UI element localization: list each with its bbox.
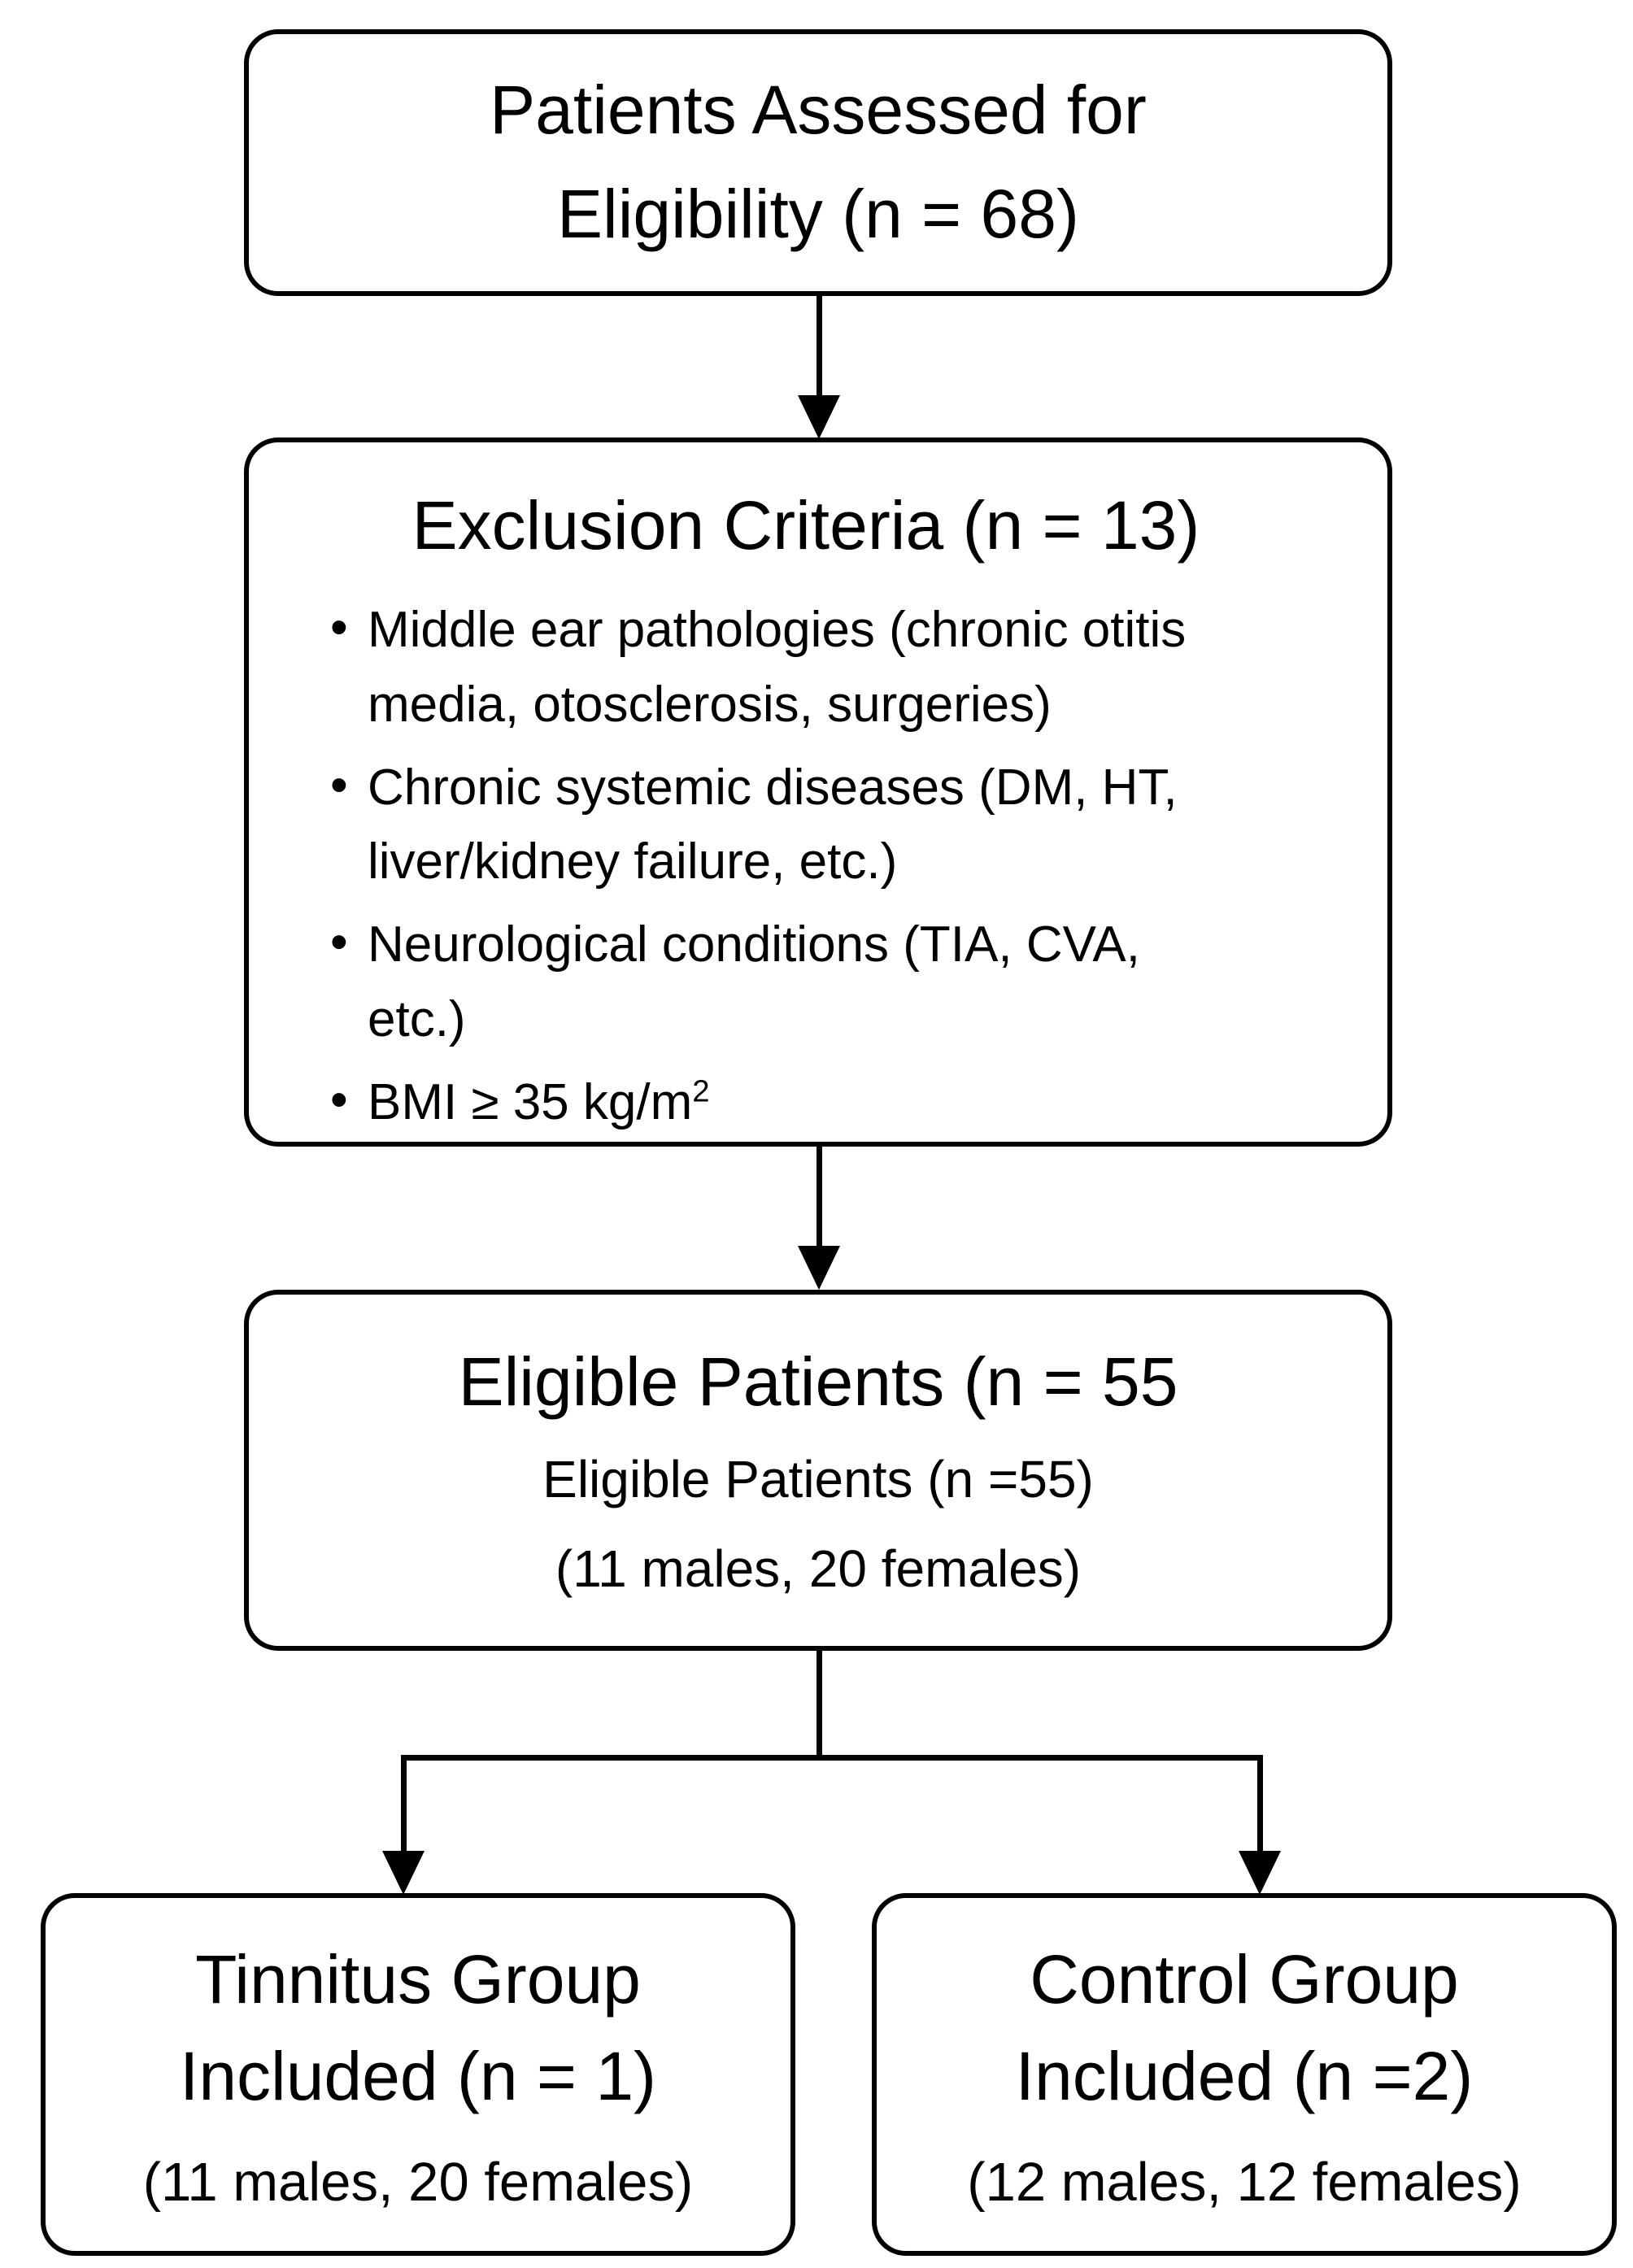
box-control-group: Control Group Included (n =2) (12 males,… (872, 1893, 1617, 2256)
bullet-text: Neurological conditions (TIA, CVA, etc.) (368, 916, 1140, 1047)
down-arrow-icon (798, 395, 840, 439)
box-control-demographics: (12 males, 12 females) (967, 2151, 1522, 2213)
box-eligible-subtitle: Eligible Patients (n =55) (542, 1450, 1094, 1509)
box-tinnitus-group: Tinnitus Group Included (n = 1) (11 male… (41, 1893, 795, 2256)
bullet-text: Middle ear pathologies (chronic otitis m… (368, 602, 1187, 733)
bullet-text: Chronic systemic diseases (DM, HT, liver… (368, 759, 1178, 890)
branch-stem-line (816, 1649, 822, 1760)
branch-horizontal-line (401, 1755, 1263, 1761)
exclusion-bullet-item: Chronic systemic diseases (DM, HT, liver… (330, 748, 1363, 900)
arrow-to-tinnitus-shaft (401, 1755, 407, 1854)
exclusion-bullet-item: BMI ≥ 35 kg/m2 (330, 1063, 1363, 1140)
box-eligible-patients: Eligible Patients (n = 55 Eligible Patie… (244, 1290, 1392, 1651)
box-control-title: Control Group Included (n =2) (1015, 1941, 1474, 2115)
box-eligible-demographics: (11 males, 20 females) (555, 1539, 1082, 1598)
arrow-assessed-to-exclusion-shaft (816, 293, 822, 400)
exclusion-bullet-list: Middle ear pathologies (chronic otitis m… (249, 590, 1363, 1140)
exclusion-bullet-item: Neurological conditions (TIA, CVA, etc.) (330, 905, 1363, 1057)
box-patients-assessed: Patients Assessed for Eligibility (n = 6… (244, 29, 1392, 296)
arrow-exclusion-to-eligible-shaft (816, 1143, 822, 1251)
down-arrow-icon (382, 1851, 425, 1895)
arrow-to-control-shaft (1257, 1755, 1263, 1854)
exclusion-bullet-item: Middle ear pathologies (chronic otitis m… (330, 590, 1363, 742)
down-arrow-icon (798, 1246, 840, 1290)
box-patients-assessed-title: Patients Assessed for Eligibility (n = 6… (490, 72, 1147, 252)
box-tinnitus-title: Tinnitus Group Included (n = 1) (179, 1941, 657, 2115)
bullet-sup: 2 (692, 1073, 710, 1108)
bullet-text: BMI ≥ 35 kg/m (368, 1073, 693, 1130)
box-exclusion-title: Exclusion Criteria (n = 13) (412, 487, 1200, 564)
down-arrow-icon (1239, 1851, 1281, 1895)
box-exclusion-criteria: Exclusion Criteria (n = 13) Middle ear p… (244, 437, 1392, 1147)
box-eligible-title: Eligible Patients (n = 55 (458, 1343, 1178, 1421)
box-tinnitus-demographics: (11 males, 20 females) (142, 2151, 694, 2213)
